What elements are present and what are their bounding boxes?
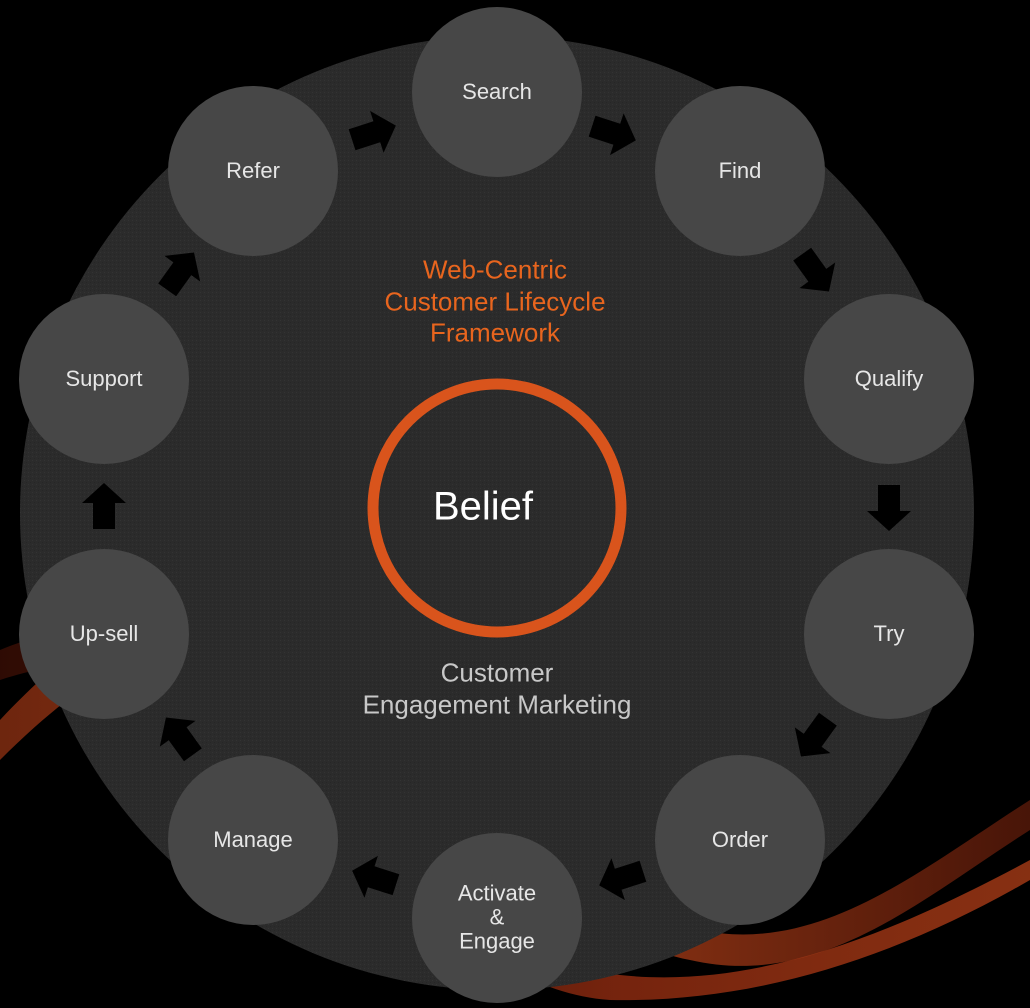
node-refer-label: Refer [226, 157, 280, 183]
framework-title-line-1: Web-Centric [422, 254, 568, 285]
node-up-sell-circle [19, 549, 189, 719]
node-refer-circle [168, 86, 338, 256]
framework-title-line-2: Customer Lifecycle [384, 286, 606, 317]
framework-background-circle [20, 36, 974, 990]
flow-arrow-manage-to-up-sell [159, 717, 202, 762]
node-order-label: Order [711, 826, 769, 852]
node-manage-label: Manage [213, 826, 293, 852]
flow-arrow-activate-engage-to-manage [352, 855, 400, 898]
flow-arrow-refer-to-search [348, 110, 396, 153]
flow-arrow-order-to-activate-engage [599, 858, 647, 901]
belief-ring [367, 378, 627, 638]
node-order-circle [655, 755, 825, 925]
engagement-subtitle: Customer Engagement Marketing [363, 657, 632, 720]
node-activate-engage-circle [412, 833, 582, 1003]
node-find-label: Find [718, 157, 762, 183]
flow-arrow-try-to-order [794, 712, 837, 757]
node-qualify-label: Qualify [854, 365, 924, 391]
framework-title-line-3: Framework [429, 317, 561, 348]
node-find-circle [655, 86, 825, 256]
belief-label: Belief [432, 484, 534, 529]
node-search-circle [412, 7, 582, 177]
node-support-circle [19, 294, 189, 464]
flow-arrow-search-to-find [588, 113, 636, 156]
node-up-sell-label: Up-sell [69, 620, 139, 646]
node-support-label: Support [65, 365, 143, 391]
node-try-circle [804, 549, 974, 719]
flow-arrow-find-to-qualify [793, 247, 836, 292]
framework-title: Web-Centric Customer Lifecycle Framework [384, 254, 605, 349]
flow-arrow-support-to-refer [158, 252, 201, 297]
node-manage-circle [168, 755, 338, 925]
flow-arrow-up-sell-to-support [82, 483, 126, 529]
subtitle-line-1: Customer [440, 657, 554, 688]
subtitle-line-2: Engagement Marketing [362, 689, 632, 719]
flow-arrow-qualify-to-try [867, 485, 911, 531]
node-search-label: Search [462, 78, 532, 104]
node-activate-engage-label: Activate & Engage [457, 880, 537, 955]
node-try-label: Try [873, 620, 905, 646]
node-qualify-circle [804, 294, 974, 464]
